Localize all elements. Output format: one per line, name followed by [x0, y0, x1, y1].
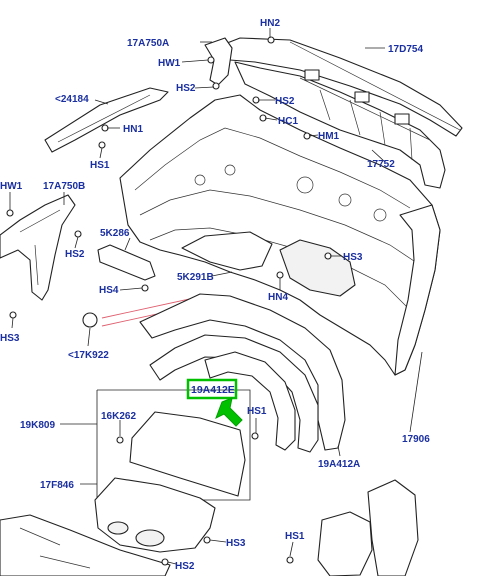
label-hs3-right: HS3	[343, 252, 363, 263]
label-hs2-upper: HS2	[275, 96, 295, 107]
highlight-arrow-icon	[215, 397, 243, 427]
label-hs1-left: HS1	[90, 160, 110, 171]
bracket-5K286[interactable]	[97, 244, 156, 281]
label-hw1-left: HW1	[0, 181, 23, 192]
highlight-box	[186, 378, 238, 400]
cover-panel-16K262[interactable]	[129, 411, 246, 497]
label-24184: <24184	[55, 94, 89, 105]
label-hn2-top: HN2	[260, 18, 280, 29]
label-hs2-left: HS2	[65, 249, 85, 260]
label-hs3-bottom: HS3	[226, 538, 246, 549]
label-hm1: HM1	[318, 131, 340, 142]
label-hs4: HS4	[99, 285, 119, 296]
label-17a750a: 17A750A	[127, 38, 169, 49]
group-bracket-19K809	[96, 389, 251, 501]
label-5k286: 5K286	[100, 228, 130, 239]
undertray-17F846[interactable]	[94, 477, 216, 553]
label-5k291b: 5K291B	[177, 272, 214, 283]
bracket-17A750A[interactable]	[204, 37, 233, 86]
valance-panel-19A412E[interactable]	[204, 351, 296, 451]
leader-lines	[9, 28, 423, 565]
reference-line-upper	[101, 297, 195, 319]
label-hs2-bottom: HS2	[175, 561, 195, 572]
label-19k809: 19K809	[20, 420, 55, 431]
valance-panel-19A412A[interactable]	[149, 334, 319, 453]
bracket-17A750B[interactable]	[0, 194, 76, 301]
label-hw1-top: HW1	[158, 58, 181, 69]
label-hs1-mid: HS1	[247, 406, 267, 417]
label-17f846: 17F846	[40, 480, 74, 491]
label-hc1: HC1	[278, 116, 298, 127]
bracket-lower-right[interactable]	[317, 511, 373, 576]
label-17752: 17752	[367, 159, 395, 170]
label-17906: 17906	[402, 434, 430, 445]
bumper-cover-17906[interactable]	[119, 94, 441, 376]
absorber-5K291B[interactable]	[181, 231, 273, 271]
label-hs2-top: HS2	[176, 83, 196, 94]
label-hs3-left: HS3	[0, 333, 20, 344]
impact-beam-17D754[interactable]	[221, 37, 463, 189]
label-17k922: <17K922	[68, 350, 109, 361]
label-hn1-left: HN1	[123, 124, 143, 135]
bracket-right-edge[interactable]	[367, 479, 419, 576]
label-19a412a: 19A412A	[318, 459, 360, 470]
label-17a750b: 17A750B	[43, 181, 85, 192]
label-hn4: HN4	[268, 292, 288, 303]
label-hs1-bottom: HS1	[285, 531, 305, 542]
valance-panel-upper[interactable]	[139, 293, 346, 451]
label-19a412e: 19A412E	[191, 384, 235, 396]
crash-structure-left[interactable]	[0, 514, 171, 576]
label-17d754: 17D754	[388, 44, 423, 55]
fastener-icons	[6, 36, 332, 566]
label-16k262: 16K262	[101, 411, 136, 422]
trim-24184[interactable]	[44, 87, 169, 153]
